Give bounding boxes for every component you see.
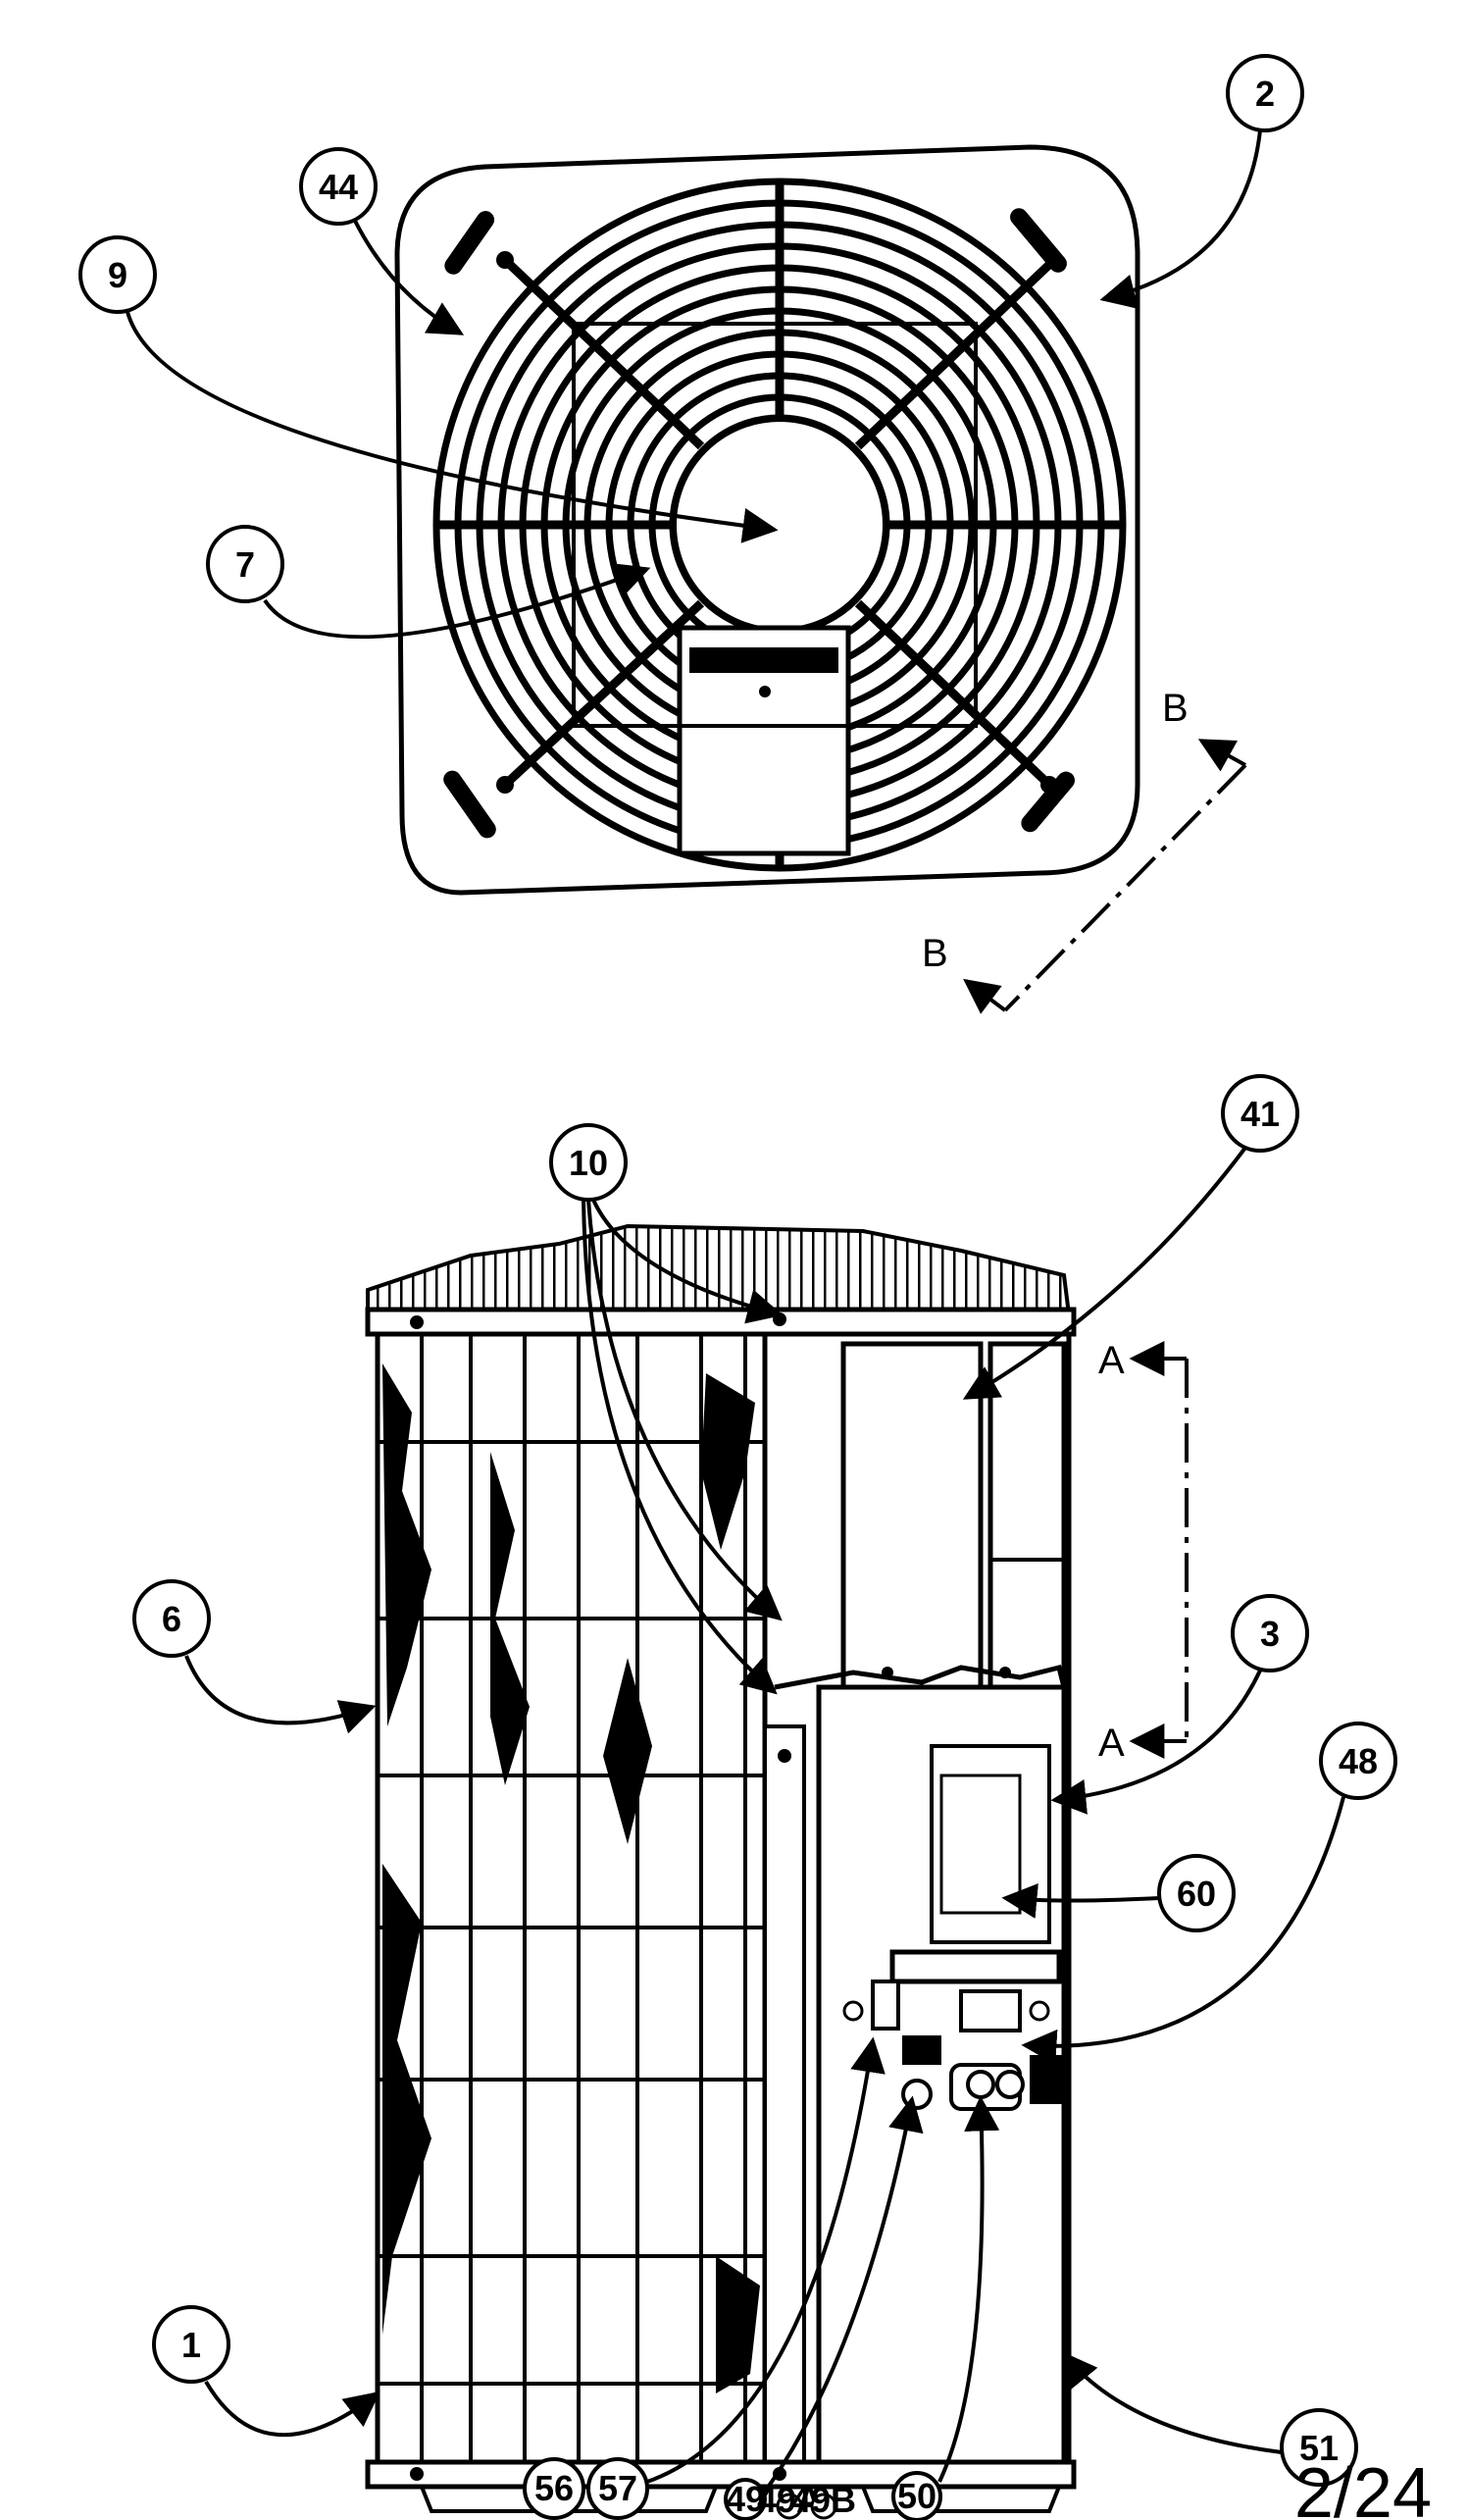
top-view-unit bbox=[394, 144, 1140, 896]
svg-text:10: 10 bbox=[569, 1143, 608, 1183]
callout-60: 60 bbox=[1157, 1854, 1236, 1932]
svg-text:48: 48 bbox=[1339, 1741, 1378, 1781]
coil-grid-horizontal bbox=[378, 1440, 765, 2386]
top-grille bbox=[366, 1223, 1072, 1316]
leader-44 bbox=[353, 220, 465, 335]
svg-text:A: A bbox=[1098, 1339, 1125, 1382]
top-panel-outline bbox=[394, 144, 1140, 896]
leader-41 bbox=[962, 1146, 1247, 1400]
callout-10: 10 bbox=[549, 1123, 628, 1202]
callout-9: 9 bbox=[78, 235, 157, 314]
callout-49a: 49A bbox=[757, 2480, 822, 2520]
svg-text:1: 1 bbox=[181, 2325, 201, 2365]
control-assembly bbox=[842, 1744, 1062, 2032]
coil-grid-vertical bbox=[420, 1334, 747, 2462]
leader-50 bbox=[937, 2095, 1000, 2483]
svg-text:49: 49 bbox=[726, 2479, 765, 2519]
svg-text:50: 50 bbox=[897, 2476, 936, 2516]
coil-shading bbox=[382, 1363, 760, 2393]
svg-text:7: 7 bbox=[235, 544, 255, 585]
callout-7: 7 bbox=[206, 525, 284, 603]
svg-text:6: 6 bbox=[162, 1599, 181, 1639]
page-number: 2/24 bbox=[1294, 2454, 1432, 2520]
callout-41: 41 bbox=[1221, 1074, 1299, 1153]
leader-49 bbox=[763, 2095, 924, 2494]
compressor-shelf bbox=[774, 1664, 1067, 1690]
leader-2 bbox=[1099, 129, 1262, 309]
svg-text:41: 41 bbox=[1240, 1094, 1280, 1134]
top-rail bbox=[365, 1307, 1077, 1337]
svg-text:A: A bbox=[1098, 1722, 1125, 1765]
corner-post bbox=[763, 1724, 806, 2464]
leader-10b bbox=[586, 1199, 783, 1621]
svg-text:B: B bbox=[922, 932, 948, 975]
svg-text:B: B bbox=[1162, 687, 1189, 730]
leader-1 bbox=[204, 2380, 380, 2437]
svg-text:49A: 49A bbox=[757, 2480, 822, 2520]
callout-48: 48 bbox=[1319, 1722, 1397, 1800]
callout-1: 1 bbox=[152, 2305, 230, 2384]
callout-2: 2 bbox=[1226, 54, 1304, 132]
callout-44: 44 bbox=[299, 147, 378, 226]
svg-text:44: 44 bbox=[319, 167, 358, 207]
side-view-unit bbox=[365, 1223, 1077, 2513]
leader-51 bbox=[1061, 2351, 1283, 2454]
svg-text:9: 9 bbox=[108, 255, 127, 295]
svg-text:2: 2 bbox=[1255, 74, 1275, 114]
mounting-slots bbox=[443, 208, 1075, 839]
svg-text:56: 56 bbox=[534, 2468, 574, 2508]
leader-48 bbox=[1021, 1796, 1345, 2065]
callout-51: 51 bbox=[1280, 2408, 1358, 2487]
svg-text:60: 60 bbox=[1177, 1874, 1216, 1914]
callout-6: 6 bbox=[132, 1579, 211, 1658]
svg-text:3: 3 bbox=[1260, 1614, 1280, 1654]
fan-hub bbox=[671, 416, 888, 634]
callout-49b: 49B bbox=[791, 2480, 856, 2520]
section-line-a: A A bbox=[1098, 1339, 1189, 1765]
leader-3 bbox=[1050, 1670, 1262, 1815]
base-pan bbox=[365, 2459, 1077, 2490]
leader-9 bbox=[126, 311, 779, 543]
svg-text:57: 57 bbox=[598, 2468, 637, 2508]
leader-6 bbox=[184, 1655, 377, 1734]
svg-text:51: 51 bbox=[1299, 2428, 1339, 2468]
callout-3: 3 bbox=[1231, 1594, 1309, 1672]
leader-7 bbox=[263, 563, 651, 640]
svg-text:49B: 49B bbox=[791, 2480, 856, 2520]
leader-56-57 bbox=[646, 2036, 886, 2484]
top-control-box bbox=[677, 625, 851, 856]
leader-10a bbox=[591, 1199, 784, 1324]
callout-50: 50 bbox=[891, 2471, 942, 2520]
spoke-end-dots bbox=[496, 251, 1063, 794]
callout-49: 49 bbox=[724, 2478, 767, 2520]
callout-57: 57 bbox=[586, 2457, 649, 2520]
leader-60 bbox=[1001, 1883, 1160, 1919]
coil-guard bbox=[375, 1331, 768, 2465]
leader-10c bbox=[582, 1199, 778, 1695]
section-line-b: B B bbox=[922, 687, 1247, 1014]
callout-56: 56 bbox=[523, 2457, 585, 2520]
